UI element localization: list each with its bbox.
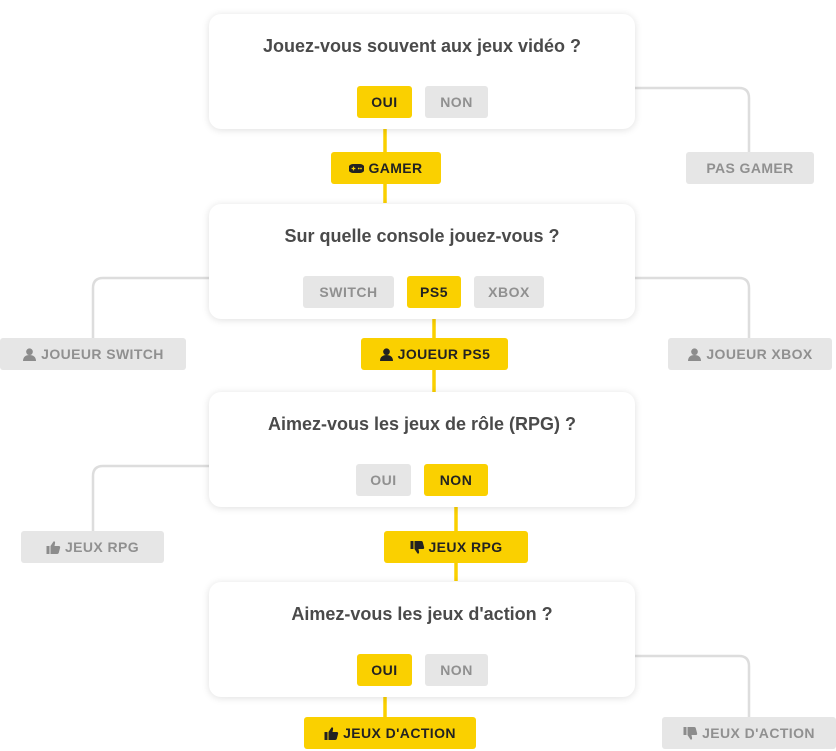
question-text: Aimez-vous les jeux d'action ? xyxy=(291,604,553,624)
option-ps5[interactable]: PS5 xyxy=(407,276,461,308)
connector-q2-xbox xyxy=(544,276,751,338)
user-icon xyxy=(688,348,702,361)
question-card-2: Sur quelle console jouez-vous ? SWITCH P… xyxy=(209,204,635,319)
result-label: JOUEUR PS5 xyxy=(397,346,491,362)
result-pas-gamer: PAS GAMER xyxy=(686,152,814,184)
result-joueur-xbox: JOUEUR XBOX xyxy=(668,338,832,370)
result-jeux-rpg-like: JEUX RPG xyxy=(21,531,164,563)
connector-q3-oui xyxy=(91,464,356,531)
result-label: GAMER xyxy=(368,160,423,176)
question-card-4: Aimez-vous les jeux d'action ? OUI NON xyxy=(209,582,635,697)
result-label: JEUX RPG xyxy=(428,539,503,555)
thumbs-down-icon xyxy=(410,541,424,554)
question-card-3: Aimez-vous les jeux de rôle (RPG) ? OUI … xyxy=(209,392,635,507)
question-text: Jouez-vous souvent aux jeux vidéo ? xyxy=(262,36,582,56)
connector-q1-non xyxy=(488,86,751,152)
result-joueur-ps5: JOUEUR PS5 xyxy=(361,338,508,370)
result-label: JEUX D'ACTION xyxy=(343,725,456,741)
gamepad-icon xyxy=(348,164,366,173)
question-text: Sur quelle console jouez-vous ? xyxy=(284,226,560,246)
thumbs-down-icon xyxy=(683,727,698,740)
result-jeux-action-dislike: JEUX D'ACTION xyxy=(662,717,836,749)
question-card-1: Jouez-vous souvent aux jeux vidéo ? OUI … xyxy=(209,14,635,129)
question-text: Aimez-vous les jeux de rôle (RPG) ? xyxy=(267,414,577,434)
thumbs-up-icon xyxy=(46,541,61,554)
result-label: JEUX RPG xyxy=(65,539,139,555)
thumbs-up-icon xyxy=(324,727,339,740)
result-jeux-action-like: JEUX D'ACTION xyxy=(304,717,476,749)
option-oui[interactable]: OUI xyxy=(357,654,412,686)
result-label: JOUEUR XBOX xyxy=(706,346,813,362)
option-switch[interactable]: SWITCH xyxy=(303,276,394,308)
option-non[interactable]: NON xyxy=(425,86,488,118)
result-label: PAS GAMER xyxy=(706,160,794,176)
user-icon xyxy=(23,348,37,361)
connector-q4-non xyxy=(488,654,751,717)
option-non[interactable]: NON xyxy=(424,464,488,496)
result-gamer: GAMER xyxy=(331,152,441,184)
connector-q2-switch xyxy=(91,276,303,338)
option-oui[interactable]: OUI xyxy=(357,86,412,118)
result-label: JEUX D'ACTION xyxy=(702,725,815,741)
result-jeux-rpg-dislike: JEUX RPG xyxy=(384,531,528,563)
option-non[interactable]: NON xyxy=(425,654,488,686)
option-xbox[interactable]: XBOX xyxy=(474,276,544,308)
result-label: JOUEUR SWITCH xyxy=(41,346,164,362)
result-joueur-switch: JOUEUR SWITCH xyxy=(0,338,186,370)
option-oui[interactable]: OUI xyxy=(356,464,411,496)
user-icon xyxy=(379,348,393,361)
